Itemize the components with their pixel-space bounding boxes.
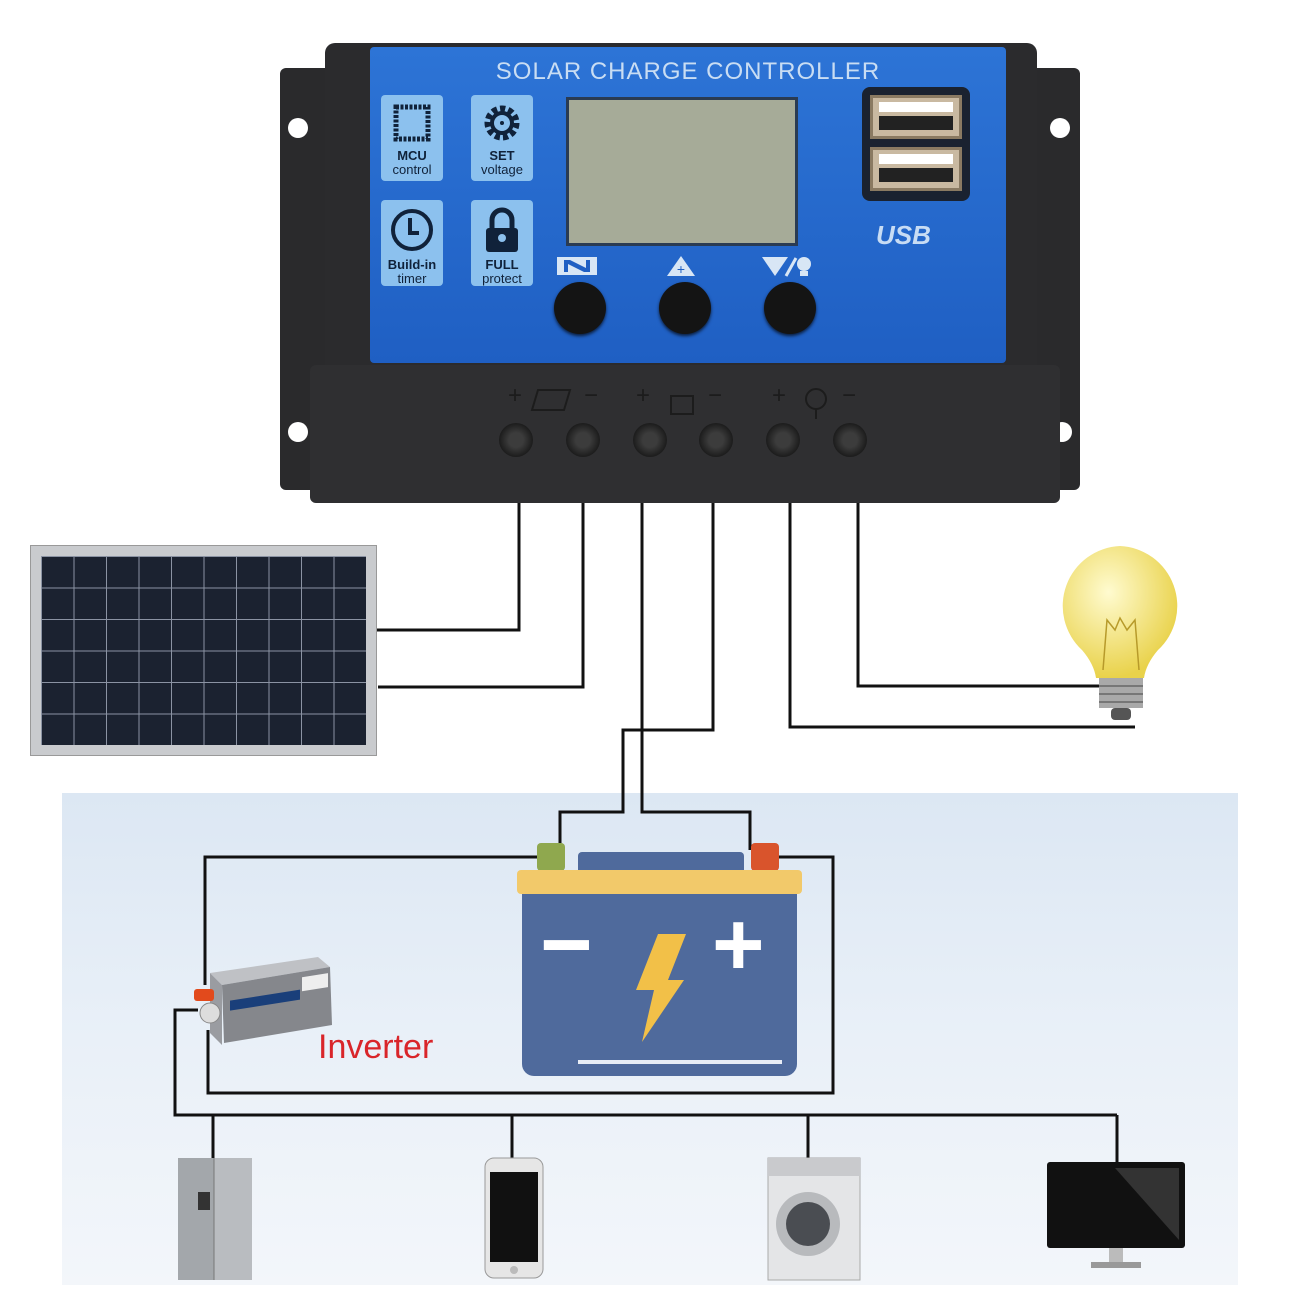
terminal-screw[interactable]	[699, 423, 733, 457]
feature-full-protect: FULL protect	[471, 200, 533, 286]
feature-set-voltage: SET voltage	[471, 95, 533, 181]
load-positive-symbol: +	[772, 382, 787, 409]
feature-label: voltage	[481, 162, 523, 177]
usb-ports	[862, 87, 970, 201]
plus-symbol: +	[677, 261, 685, 277]
menu-button[interactable]	[554, 282, 606, 334]
wire-battery-negative	[558, 503, 715, 850]
wire-load-negative	[856, 503, 1110, 688]
up-button[interactable]	[659, 282, 711, 334]
feature-label: MCU	[397, 148, 427, 163]
monitor-icon	[1047, 1162, 1185, 1268]
lightning-icon	[636, 934, 686, 1042]
usb-label: USB	[876, 220, 931, 250]
inverter-label: Inverter	[318, 1028, 434, 1066]
solar-negative-symbol: −	[584, 382, 599, 409]
wire-inverter-positive	[206, 855, 835, 1095]
battery-stripe	[578, 1060, 782, 1064]
solar-panel-symbol-icon	[530, 389, 572, 411]
inverter-image	[194, 957, 332, 1045]
wire-ac-bus	[173, 1008, 1117, 1117]
solar-panel	[30, 545, 377, 756]
wire-solar-positive	[370, 503, 521, 632]
terminal-screw[interactable]	[499, 423, 533, 457]
wire-battery-positive	[640, 503, 752, 850]
washing-machine-icon	[767, 1157, 861, 1281]
battery-plus-sign: +	[712, 895, 765, 995]
plus-up-icon: +	[667, 256, 695, 277]
battery-positive-terminal	[751, 843, 779, 871]
mounting-hole	[288, 118, 308, 138]
controller-title: SOLAR CHARGE CONTROLLER	[495, 58, 881, 85]
terminal-block	[310, 365, 1060, 503]
refrigerator-icon	[178, 1158, 252, 1280]
battery-minus-sign: −	[540, 895, 593, 995]
feature-mcu-control: MCU control	[381, 95, 443, 181]
usb-port-1[interactable]	[870, 95, 962, 139]
terminal-screw[interactable]	[566, 423, 600, 457]
wire-inverter-negative	[203, 855, 540, 985]
menu-icon	[557, 257, 597, 275]
feature-label: protect	[482, 271, 522, 286]
bulb-symbol-icon	[805, 388, 827, 419]
battery-negative-symbol: −	[708, 382, 723, 409]
feature-label: Build-in	[387, 257, 437, 272]
battery-symbol-icon	[670, 395, 694, 415]
battery-lid	[578, 852, 744, 872]
battery-positive-symbol: +	[636, 382, 651, 409]
light-bulb-icon	[1062, 546, 1178, 720]
smartphone-icon	[484, 1157, 544, 1279]
lock-icon	[486, 207, 518, 252]
feature-build-in-timer: Build-in timer	[381, 200, 443, 286]
lcd-display	[566, 97, 798, 246]
mounting-hole	[1050, 118, 1070, 138]
feature-label: SET	[489, 148, 515, 163]
clock-icon	[391, 209, 433, 251]
usb-port-2[interactable]	[870, 147, 962, 191]
wire-solar-negative	[378, 503, 585, 689]
load-negative-symbol: −	[842, 382, 857, 409]
battery-negative-terminal	[537, 843, 565, 871]
battery-top	[517, 870, 802, 894]
solar-positive-symbol: +	[508, 382, 523, 409]
down-light-button[interactable]	[764, 282, 816, 334]
terminal-screw[interactable]	[633, 423, 667, 457]
chip-icon	[393, 104, 431, 142]
minus-down-bulb-icon	[762, 257, 811, 277]
terminal-screw[interactable]	[833, 423, 867, 457]
terminal-screw[interactable]	[766, 423, 800, 457]
feature-label: timer	[397, 271, 427, 286]
feature-label: control	[392, 162, 432, 177]
mounting-hole	[288, 422, 308, 442]
wire-load-positive	[788, 503, 1135, 729]
gear-icon	[484, 105, 520, 141]
solar-cells	[41, 556, 366, 745]
feature-label: FULL	[485, 257, 519, 272]
